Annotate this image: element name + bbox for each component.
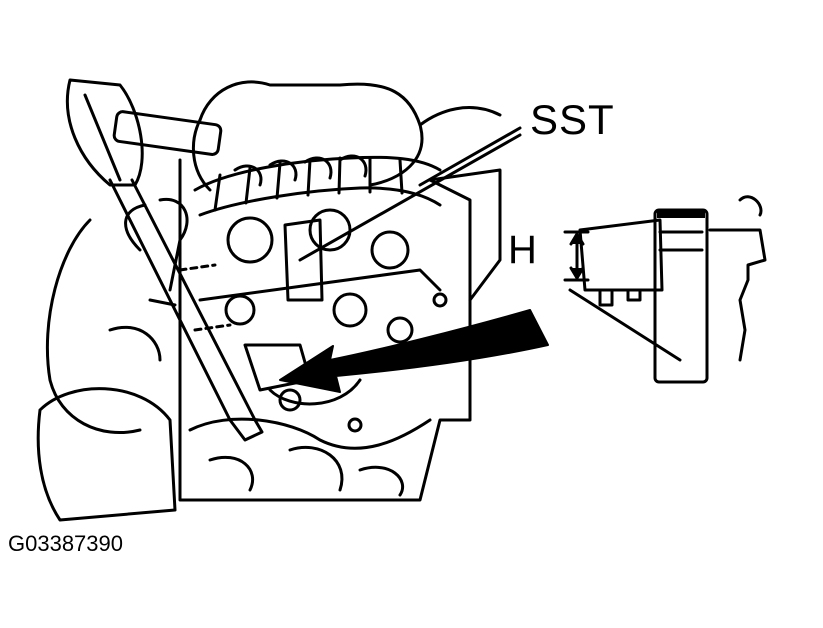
direction-arrow (279, 309, 549, 393)
left-hand (36, 197, 189, 522)
sst-label: SST (530, 96, 615, 143)
figure-id-label: G03387390 (8, 531, 123, 556)
sst-leader-line-1 (418, 126, 522, 187)
inset-height-detail (563, 195, 767, 384)
sst-leader-line-2 (298, 133, 522, 262)
cylinder-head-block (178, 158, 502, 502)
shim-top-edge (657, 210, 705, 218)
right-hand (191, 80, 502, 192)
sst-tool (112, 110, 442, 302)
height-label: H (508, 228, 537, 272)
screwdriver (65, 78, 264, 442)
